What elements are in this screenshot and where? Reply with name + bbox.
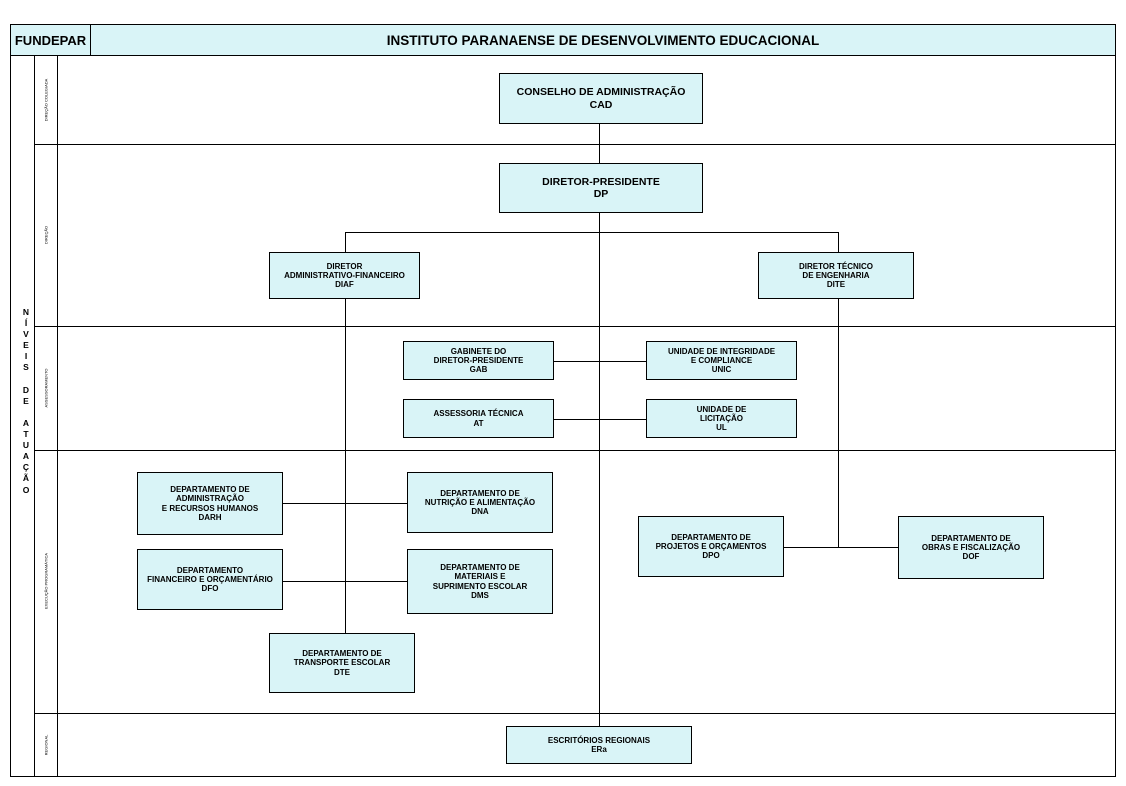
level-column-divider bbox=[57, 55, 58, 777]
level-divider-2 bbox=[34, 326, 1116, 327]
header-title: INSTITUTO PARANAENSE DE DESENVOLVIMENTO … bbox=[386, 32, 820, 48]
unit-diaf: DIRETOR ADMINISTRATIVO-FINANCEIRO DIAF bbox=[269, 252, 420, 299]
header-abbrev-cell: FUNDEPAR bbox=[10, 24, 91, 56]
unit-dp: DIRETOR-PRESIDENTE DP bbox=[499, 163, 703, 213]
unit-at: ASSESSORIA TÉCNICA AT bbox=[403, 399, 554, 438]
unit-dite: DIRETOR TÉCNICO DE ENGENHARIA DITE bbox=[758, 252, 914, 299]
unit-dof: DEPARTAMENTO DE OBRAS E FISCALIZAÇÃO DOF bbox=[898, 516, 1044, 579]
chart-frame bbox=[10, 55, 1116, 777]
header-abbrev: FUNDEPAR bbox=[14, 32, 87, 48]
unit-gab: GABINETE DO DIRETOR-PRESIDENTE GAB bbox=[403, 341, 554, 380]
unit-darh: DEPARTAMENTO DE ADMINISTRAÇÃO E RECURSOS… bbox=[137, 472, 283, 535]
unit-era: ESCRITÓRIOS REGIONAIS ERa bbox=[506, 726, 692, 764]
level-divider-3 bbox=[34, 450, 1116, 451]
unit-dna: DEPARTAMENTO DE NUTRIÇÃO E ALIMENTAÇÃO D… bbox=[407, 472, 553, 533]
unit-cad: CONSELHO DE ADMINISTRAÇÃO CAD bbox=[499, 73, 703, 124]
unit-dfo: DEPARTAMENTO FINANCEIRO E ORÇAMENTÁRIO D… bbox=[137, 549, 283, 610]
unit-dms: DEPARTAMENTO DE MATERIAIS E SUPRIMENTO E… bbox=[407, 549, 553, 614]
levels-title: N Í V E I S D E A T U A Ç Ã O bbox=[22, 307, 30, 495]
title-column-divider bbox=[34, 55, 35, 777]
unit-dte: DEPARTAMENTO DE TRANSPORTE ESCOLAR DTE bbox=[269, 633, 415, 693]
unit-dpo: DEPARTAMENTO DE PROJETOS E ORÇAMENTOS DP… bbox=[638, 516, 784, 577]
level-divider-4 bbox=[34, 713, 1116, 714]
unit-unic: UNIDADE DE INTEGRIDADE E COMPLIANCE UNIC bbox=[646, 341, 797, 380]
level-divider-1 bbox=[34, 144, 1116, 145]
unit-ul: UNIDADE DE LICITAÇÃO UL bbox=[646, 399, 797, 438]
